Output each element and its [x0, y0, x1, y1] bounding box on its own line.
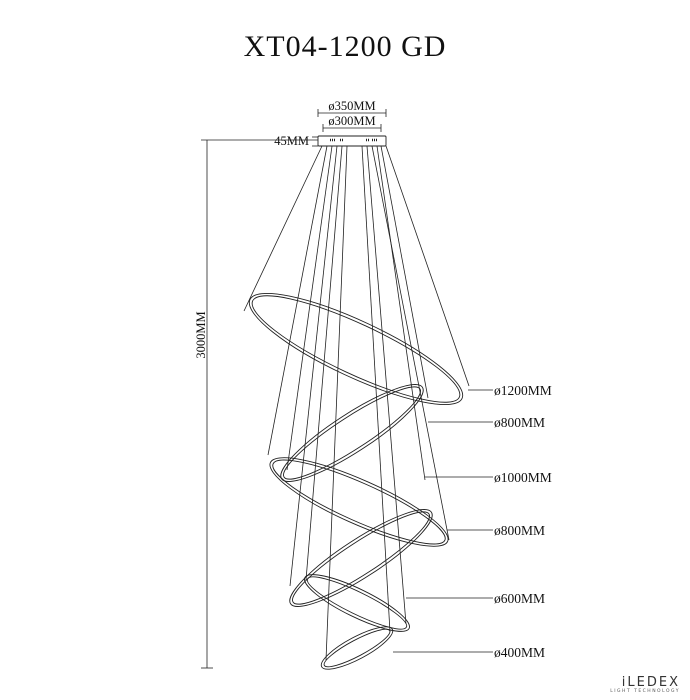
- ring-diameter-label: ø600MM: [494, 591, 545, 606]
- ring-1200: [248, 292, 464, 406]
- ring-1000: [269, 457, 449, 547]
- brand-tagline: LIGHT TECHNOLOGY: [610, 689, 680, 694]
- ceiling-canopy: [317, 135, 387, 147]
- ring-diameter-label: ø1200MM: [494, 383, 552, 398]
- ring-800-upper: [280, 384, 424, 482]
- brand-name: iLEDEX: [621, 675, 680, 690]
- canopy-height-label: 45MM: [274, 134, 309, 148]
- ring-leader-lines: [393, 389, 493, 653]
- ring-600: [304, 574, 410, 632]
- ring-800-lower: [289, 509, 433, 607]
- canopy-dimensions: [312, 109, 387, 147]
- total-height-label: 3000MM: [194, 311, 208, 358]
- ring-diameter-label: ø1000MM: [494, 470, 552, 485]
- ring-diameter-label: ø800MM: [494, 523, 545, 538]
- suspension-cables: [243, 145, 470, 661]
- canopy-outer-diameter-label: ø350MM: [328, 99, 375, 113]
- ring-diameter-label: ø800MM: [494, 415, 545, 430]
- ring-diameter-label: ø400MM: [494, 645, 545, 660]
- canopy-inner-diameter-label: ø300MM: [328, 114, 375, 128]
- height-dimension: [201, 139, 318, 669]
- brand-logo: iLEDEX LIGHT TECHNOLOGY: [610, 675, 680, 694]
- ring-400: [320, 626, 394, 670]
- page-title: XT04-1200 GD: [243, 30, 447, 63]
